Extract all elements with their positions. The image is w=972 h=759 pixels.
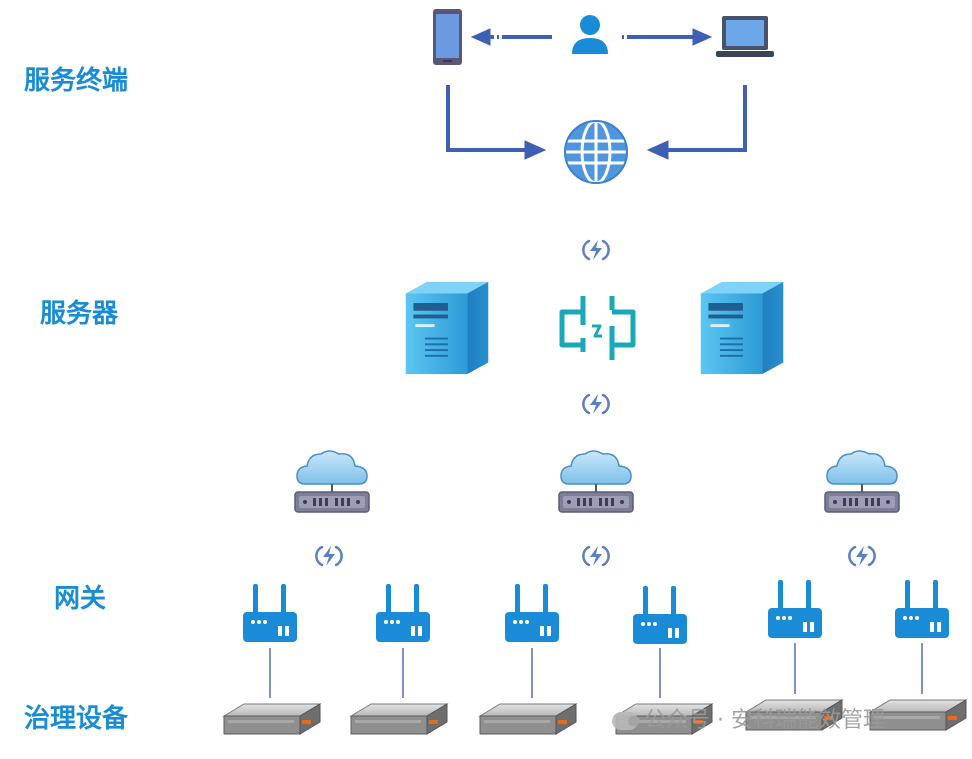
router-icon bbox=[376, 584, 430, 642]
router-icon bbox=[768, 580, 822, 638]
cloud-gateway-icon bbox=[558, 450, 634, 513]
layer-label-device: 治理设备 bbox=[24, 704, 129, 734]
laptop-icon bbox=[716, 16, 774, 57]
device-links bbox=[269, 643, 923, 698]
governance-device-icon bbox=[223, 703, 321, 735]
governance-device-icon bbox=[350, 703, 448, 735]
wireless-link-icon bbox=[848, 544, 876, 568]
layer-label-gateway: 网关 bbox=[54, 584, 107, 614]
cloud-gateway-icon bbox=[294, 450, 370, 513]
globe-icon bbox=[564, 119, 628, 185]
server-icon-right bbox=[700, 281, 784, 375]
router-icon bbox=[633, 586, 687, 644]
terminal-arrows bbox=[446, 28, 747, 160]
router-icon bbox=[505, 584, 559, 642]
layer-label-terminal: 服务终端 bbox=[24, 66, 129, 96]
wechat-icon bbox=[612, 712, 640, 730]
user-icon bbox=[572, 15, 608, 54]
router-icon bbox=[243, 584, 297, 642]
wireless-link-icon bbox=[315, 544, 343, 568]
governance-device-icon bbox=[479, 703, 577, 735]
watermark: 公众号 · 安科瑞能效管理 bbox=[612, 702, 885, 734]
router-icon bbox=[895, 580, 949, 638]
watermark-text: 公众号 · 安科瑞能效管理 bbox=[644, 708, 885, 733]
wireless-link-icon bbox=[582, 544, 610, 568]
layer-label-server: 服务器 bbox=[40, 299, 119, 329]
phone-icon bbox=[433, 9, 462, 65]
server-link-icon bbox=[559, 296, 636, 360]
cloud-gateway-icon bbox=[824, 450, 900, 513]
wireless-link-icon bbox=[582, 238, 610, 262]
wireless-link-icon bbox=[582, 392, 610, 416]
server-icon-left bbox=[405, 281, 489, 375]
